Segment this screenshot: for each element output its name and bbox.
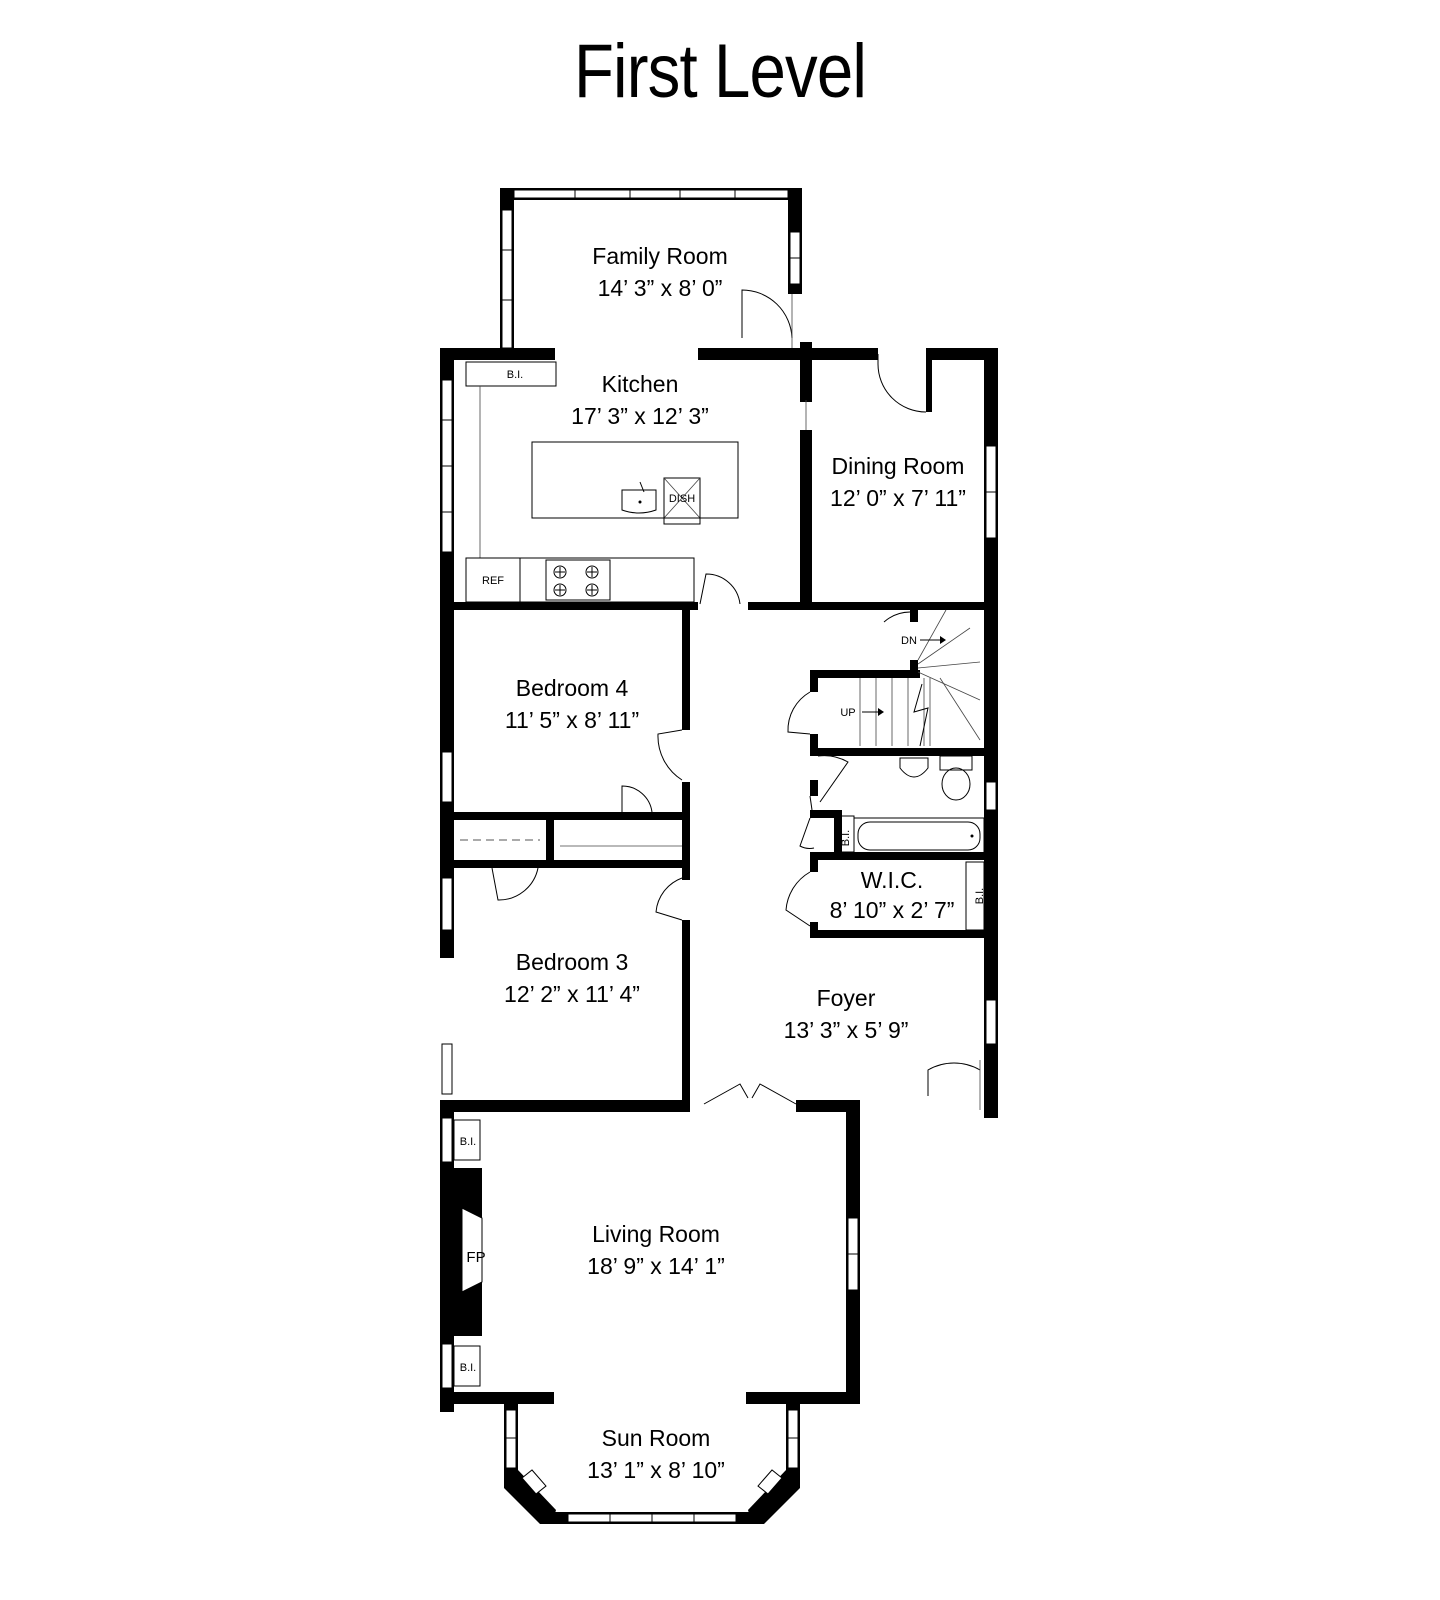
kitchen-name: Kitchen [602,371,679,397]
dining-room-door[interactable] [877,354,927,413]
foyer-dims: 13’ 3” x 5’ 9” [784,1017,909,1043]
family-room-door[interactable] [741,289,793,348]
living-built-in-bottom-label: B.I. [460,1362,477,1374]
dining-room-dims: 12’ 0” x 7’ 11” [830,485,966,511]
bath-built-in-label: B.I. [840,830,852,847]
bathroom-door[interactable] [817,755,849,803]
kitchen-walls [440,342,998,1118]
bedroom-windows [441,751,682,1095]
living-room-dims: 18’ 9” x 14’ 1” [587,1253,725,1279]
wic-dims: 8’ 10” x 2’ 7” [830,897,955,923]
kitchen-door[interactable] [699,573,741,605]
living-room-name: Living Room [592,1221,720,1247]
family-room-dims: 14’ 3” x 8’ 0” [598,275,723,301]
wic-name: W.I.C. [861,867,924,893]
bedroom-3-dims: 12’ 2” x 11’ 4” [504,981,640,1007]
dishwasher-label: DISH [669,493,695,505]
kitchen-counters [465,361,739,603]
stove-icon [545,559,611,601]
bedroom-4-dims: 11’ 5” x 8’ 11” [505,707,639,733]
stair-down-arrow-icon [920,636,946,644]
family-room-name: Family Room [592,243,727,269]
wic-door[interactable] [785,871,811,927]
bathroom-fixtures [853,755,985,855]
page-title: First Level [573,29,867,114]
living-room-french-doors[interactable] [703,1083,797,1105]
stair-doors[interactable] [787,611,911,811]
sink-icon [621,481,657,514]
linen-closet-door[interactable] [799,817,815,849]
family-room-walls [500,188,802,356]
living-room-walls [440,1112,860,1412]
bedroom-3-doors[interactable] [491,867,683,921]
fireplace-label: FP [466,1249,485,1266]
stair-walls [810,610,997,1045]
sun-room-walls [504,1396,800,1524]
dishwasher-icon [663,477,701,525]
dining-room-name: Dining Room [832,453,965,479]
sun-room-name: Sun Room [602,1425,711,1451]
foyer-front-door[interactable] [927,1060,981,1110]
wic-built-in-shelf [965,861,985,931]
kitchen-dims: 17’ 3” x 12’ 3” [571,403,709,429]
living-built-in-top-label: B.I. [460,1136,477,1148]
bath-built-in-shelf [835,815,855,853]
bedroom-3-name: Bedroom 3 [516,949,629,975]
stairs-down-label: DN [901,635,917,647]
foyer-name: Foyer [817,985,876,1011]
refrigerator-label: REF [482,575,504,587]
stair-up-arrow-icon [862,708,884,716]
stairs-up-label: UP [840,707,855,719]
bedroom-4-doors[interactable] [621,729,683,813]
bedroom-4-name: Bedroom 4 [516,675,629,701]
kitchen-built-in-label: B.I. [507,369,524,381]
sun-room-dims: 13’ 1” x 8’ 10” [587,1457,725,1483]
wic-built-in-label: B.I. [974,888,986,905]
